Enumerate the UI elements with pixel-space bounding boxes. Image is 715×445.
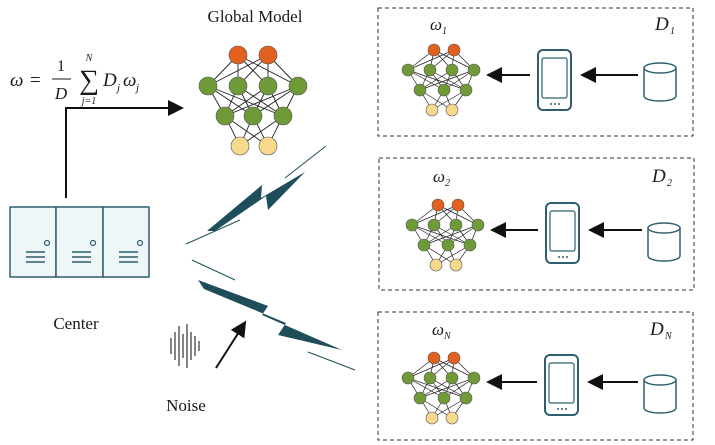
database-icon	[643, 62, 677, 102]
network-node	[437, 83, 451, 97]
local-model-network-icon	[401, 351, 481, 425]
phone-icon	[545, 202, 580, 264]
noise-waveform-icon	[170, 324, 200, 368]
network-node	[401, 63, 415, 77]
network-node	[405, 218, 419, 232]
network-node	[447, 351, 461, 365]
network-node	[258, 76, 278, 96]
client-dataset-sub: 1	[670, 26, 675, 37]
client-dataset-label: D	[649, 319, 664, 340]
client-dataset-label: D	[654, 14, 669, 35]
network-node	[258, 45, 278, 65]
global-model-label: Global Model	[208, 7, 303, 26]
lightning-icon	[191, 259, 356, 371]
noise-label: Noise	[166, 396, 206, 415]
client-dataset-label: D	[651, 166, 666, 187]
network-node	[228, 45, 248, 65]
client-weight-sub: N	[443, 331, 452, 342]
network-node	[273, 106, 293, 126]
database-icon	[643, 374, 677, 414]
noise-arrow	[215, 320, 247, 369]
network-node	[423, 63, 437, 77]
network-node	[417, 238, 431, 252]
network-node	[425, 103, 439, 117]
network-node	[449, 218, 463, 232]
client-dataset-sub: 2	[667, 178, 672, 189]
network-node	[451, 198, 465, 212]
formula-term-w-sub: j	[134, 82, 139, 94]
network-node	[445, 63, 459, 77]
client-weight-sub: 1	[442, 26, 447, 37]
network-node	[423, 371, 437, 385]
network-node	[445, 411, 459, 425]
network-node	[463, 238, 477, 252]
network-node	[431, 198, 445, 212]
network-node	[413, 391, 427, 405]
formula-sigma-icon: ∑	[79, 65, 99, 96]
formula-equals: =	[30, 70, 41, 91]
network-node	[230, 136, 250, 156]
local-model-network-icon	[405, 198, 485, 272]
network-node	[467, 63, 481, 77]
center-label: Center	[53, 314, 99, 333]
formula-term-w: ω	[123, 70, 136, 91]
network-node	[427, 351, 441, 365]
client-frame	[378, 157, 695, 291]
global-model-network-icon	[198, 45, 308, 156]
network-node	[447, 43, 461, 57]
client-weight-label: ω	[433, 167, 445, 186]
network-node	[429, 258, 443, 272]
database-icon	[647, 222, 681, 262]
network-node	[467, 371, 481, 385]
network-node	[427, 43, 441, 57]
network-node	[198, 76, 218, 96]
upload-arrow	[65, 100, 184, 198]
network-node	[413, 83, 427, 97]
server-icon	[9, 206, 150, 278]
network-node	[445, 103, 459, 117]
network-node	[437, 391, 451, 405]
network-node	[445, 371, 459, 385]
network-node	[427, 218, 441, 232]
formula-sum-lower: j=1	[80, 96, 97, 107]
network-node	[401, 371, 415, 385]
network-node	[459, 391, 473, 405]
client-weight-label: ω	[432, 320, 444, 339]
client-frame	[377, 7, 694, 137]
network-node	[449, 258, 463, 272]
network-node	[471, 218, 485, 232]
network-node	[243, 106, 263, 126]
network-node	[425, 411, 439, 425]
network-node	[441, 238, 455, 252]
network-node	[288, 76, 308, 96]
network-node	[228, 76, 248, 96]
phone-icon	[537, 49, 572, 111]
network-node	[459, 83, 473, 97]
client-dataset-sub: N	[664, 331, 673, 342]
lightning-icon	[185, 145, 327, 245]
formula-term-d-sub: j	[115, 82, 120, 94]
aggregation-formula: ω = 1 D N ∑ j=1 D j ω j	[10, 53, 139, 107]
client-weight-sub: 2	[445, 178, 450, 189]
network-node	[258, 136, 278, 156]
formula-denominator: D	[54, 84, 68, 103]
formula-sum-upper: N	[85, 53, 94, 64]
network-node	[215, 106, 235, 126]
client-weight-label: ω	[430, 15, 442, 34]
formula-lhs: ω	[10, 70, 23, 91]
client-frame	[377, 311, 694, 441]
local-model-network-icon	[401, 43, 481, 117]
formula-numerator: 1	[57, 58, 65, 75]
formula-term-d: D	[102, 70, 117, 91]
phone-icon	[544, 354, 579, 416]
